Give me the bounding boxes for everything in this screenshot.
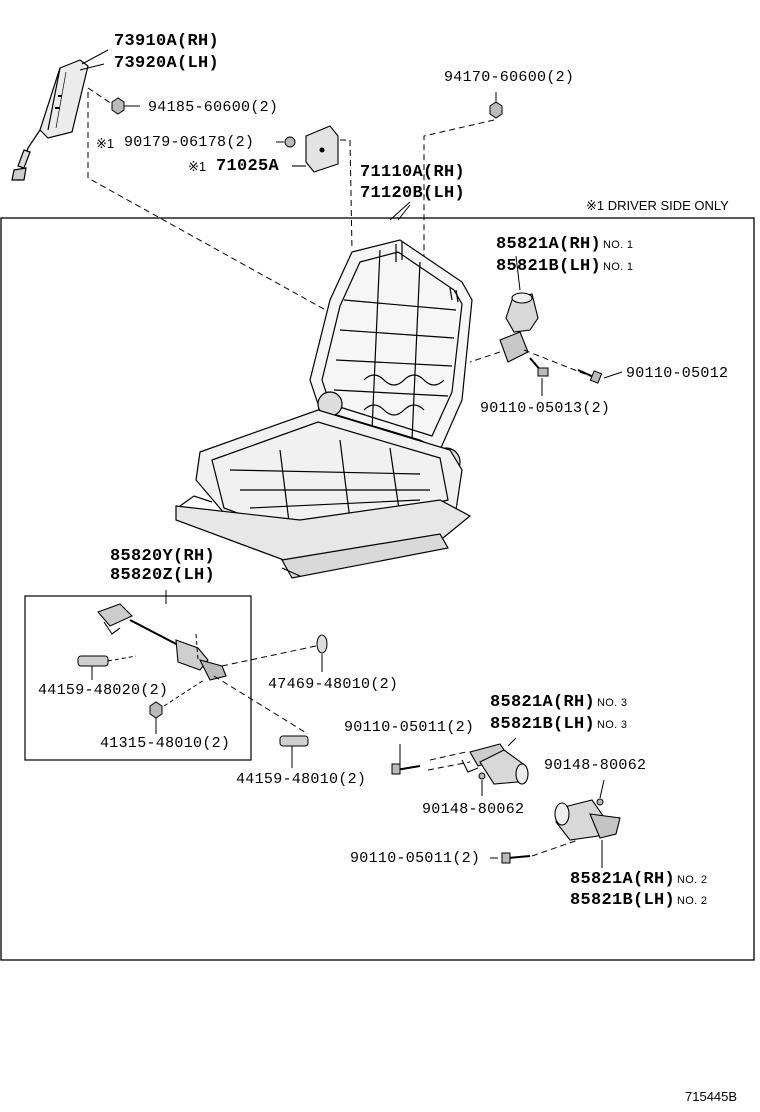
pin-44159-48020-icon <box>77 655 137 680</box>
motor-no3-icon <box>461 743 529 785</box>
bolt-90110-05011-b-icon <box>490 852 531 864</box>
screw-90148-b-label: 90148-80062 <box>422 801 525 818</box>
motor-no3-rh-label: 85821A(RH)NO. 3 <box>490 693 628 712</box>
motor-no3-lh-label: 85821B(LH)NO. 3 <box>490 715 628 734</box>
screw-90148-a-icon <box>478 772 486 796</box>
pin-44159-48020-label: 44159-48020(2) <box>38 682 169 699</box>
nut-41315-label: 41315-48010(2) <box>100 735 231 752</box>
motor-no2-icon <box>554 799 621 841</box>
screw-90179-icon <box>276 136 296 148</box>
nut-94170-icon <box>489 92 503 119</box>
diagram-code: 715445B <box>685 1089 738 1104</box>
bracket-71025a-label: 71025A <box>216 157 280 176</box>
motor-no1-lh-label: 85821B(LH)NO. 1 <box>496 257 634 276</box>
cable-rh-label: 85820Y(RH) <box>110 547 216 566</box>
cable-assembly-icon <box>97 603 227 681</box>
side-cover-part <box>11 59 89 181</box>
bolt-90110-05011-a-icon <box>391 744 421 775</box>
washer-47469-icon <box>316 634 328 672</box>
bolt-90110-05012-label: 90110-05012 <box>626 365 729 382</box>
nut-41315-icon <box>149 679 205 734</box>
bracket-71025a-icon <box>292 125 339 173</box>
screw-90179-mark: ※1 <box>96 136 115 151</box>
screw-90148-a-label: 90148-80062 <box>544 757 647 774</box>
bolt-90110-05013-label: 90110-05013(2) <box>480 400 611 417</box>
driver-side-note: ※1 DRIVER SIDE ONLY <box>586 198 729 213</box>
washer-47469-label: 47469-48010(2) <box>268 676 399 693</box>
bolt-90110-05011-a-label: 90110-05011(2) <box>344 719 475 736</box>
nut-94185-icon <box>111 97 140 115</box>
bracket-mark: ※1 <box>188 159 207 174</box>
motor-no1-rh-label: 85821A(RH)NO. 1 <box>496 235 634 254</box>
screw-90148-b-icon <box>596 779 605 806</box>
screw-90179-label: 90179-06178(2) <box>124 134 255 151</box>
frame-lh-label: 71120B(LH) <box>360 184 466 203</box>
pin-44159-48010-icon <box>279 735 309 768</box>
motor-no1-icon <box>499 292 539 363</box>
nut-94185-label: 94185-60600(2) <box>148 99 279 116</box>
motor-no2-rh-label: 85821A(RH)NO. 2 <box>570 870 708 889</box>
bolt-90110-05011-b-label: 90110-05011(2) <box>350 850 481 867</box>
pin-44159-48010-label: 44159-48010(2) <box>236 771 367 788</box>
bolt-90110-05013-icon <box>529 357 549 396</box>
seat-frame <box>175 239 473 579</box>
main-frame-box <box>0 217 755 961</box>
frame-rh-label: 71110A(RH) <box>360 163 466 182</box>
nut-94170-label: 94170-60600(2) <box>444 69 575 86</box>
bolt-90110-05012-icon <box>577 369 623 384</box>
cable-sub-box <box>24 595 252 761</box>
cable-lh-label: 85820Z(LH) <box>110 566 216 585</box>
headrest-lh-label: 73920A(LH) <box>114 54 220 73</box>
headrest-rh-label: 73910A(RH) <box>114 32 220 51</box>
motor-no2-lh-label: 85821B(LH)NO. 2 <box>570 891 708 910</box>
